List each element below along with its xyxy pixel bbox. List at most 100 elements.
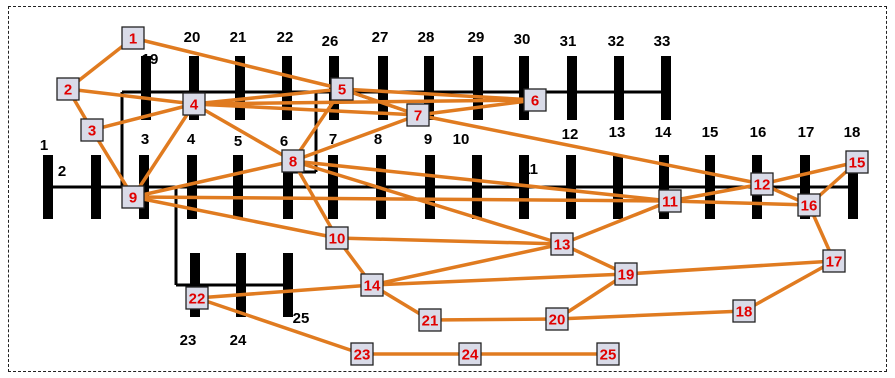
node-box — [750, 172, 774, 196]
node-label: 17 — [826, 254, 843, 271]
edge-4-5 — [192, 87, 344, 106]
edge-3-4 — [90, 102, 196, 132]
node-box — [330, 77, 354, 101]
node-label: 5 — [338, 82, 346, 99]
node-label: 9 — [129, 190, 137, 207]
edge-4-8 — [192, 102, 295, 163]
bus-label-28: 28 — [418, 29, 435, 46]
node-box — [80, 118, 104, 142]
edge-8-13 — [291, 159, 564, 246]
node-box — [845, 150, 869, 174]
node-16[interactable]: 16 — [797, 193, 821, 217]
node-label: 15 — [849, 155, 866, 172]
node-20[interactable]: 20 — [545, 307, 569, 331]
node-label: 23 — [354, 347, 371, 364]
node-13[interactable]: 13 — [550, 232, 574, 256]
bus-label-4: 4 — [187, 131, 196, 148]
edge-11-16 — [668, 199, 811, 207]
bus-label-25: 25 — [293, 310, 310, 327]
edge-8-11 — [291, 159, 672, 203]
node-11[interactable]: 11 — [658, 189, 682, 213]
edge-5-6 — [340, 87, 537, 102]
node-box — [185, 286, 209, 310]
bus-label-21: 21 — [230, 29, 247, 46]
bus-bar-6 — [283, 155, 293, 219]
node-label: 12 — [754, 177, 771, 194]
node-6[interactable]: 6 — [523, 88, 547, 112]
node-23[interactable]: 23 — [350, 342, 374, 366]
node-3[interactable]: 3 — [80, 118, 104, 142]
edge-4-7 — [192, 102, 420, 117]
node-box — [325, 226, 349, 250]
bus-label-10: 10 — [453, 131, 470, 148]
node-17[interactable]: 17 — [822, 249, 846, 273]
edge-11-12 — [668, 182, 764, 203]
node-box — [121, 26, 145, 50]
bus-label-17: 17 — [798, 124, 815, 141]
node-box — [822, 249, 846, 273]
bus-label-26: 26 — [322, 33, 339, 50]
edge-13-14 — [370, 242, 564, 287]
bus-label-8: 8 — [374, 131, 382, 148]
node-box — [523, 88, 547, 112]
edge-17-18 — [742, 259, 836, 313]
node-10[interactable]: 10 — [325, 226, 349, 250]
bus-label-33: 33 — [654, 33, 671, 50]
node-1[interactable]: 1 — [121, 26, 145, 50]
node-25[interactable]: 25 — [596, 342, 620, 366]
edge-1-5 — [131, 36, 344, 91]
node-4[interactable]: 4 — [182, 92, 206, 116]
node-19[interactable]: 19 — [614, 262, 638, 286]
node-label: 13 — [554, 237, 571, 254]
edge-22-23 — [195, 296, 364, 356]
node-box — [550, 232, 574, 256]
node-label: 3 — [88, 123, 96, 140]
node-8[interactable]: 8 — [281, 149, 305, 173]
node-label: 20 — [549, 312, 566, 329]
edge-10-13 — [335, 236, 564, 246]
node-label: 1 — [129, 31, 137, 48]
node-label: 22 — [189, 291, 206, 308]
node-box — [121, 185, 145, 209]
node-22[interactable]: 22 — [185, 286, 209, 310]
bus-label-31: 31 — [560, 33, 577, 50]
node-label: 8 — [289, 154, 297, 171]
node-label: 10 — [329, 231, 346, 248]
bus-bar-2 — [91, 155, 101, 219]
bus-label-2: 2 — [58, 163, 66, 180]
bus-label-11: 11 — [522, 161, 538, 178]
node-12[interactable]: 12 — [750, 172, 774, 196]
bus-bar-9 — [425, 155, 435, 219]
edge-5-8 — [291, 87, 344, 163]
bus-bar-23 — [190, 253, 200, 317]
bus-bar-18 — [848, 155, 858, 219]
bus-bar-25 — [283, 253, 293, 317]
bus-label-3: 3 — [141, 131, 149, 148]
node-label: 11 — [662, 194, 678, 211]
bus-bar-10 — [472, 155, 482, 219]
node-7[interactable]: 7 — [406, 103, 430, 127]
bus-label-14: 14 — [655, 124, 672, 141]
node-14[interactable]: 14 — [360, 273, 384, 297]
node-box — [350, 342, 374, 366]
bus-bar-30 — [519, 56, 529, 120]
bus-label-12: 12 — [562, 126, 579, 143]
diagram-frame — [8, 6, 887, 372]
bus-bar-33 — [661, 56, 671, 120]
edge-7-8 — [291, 113, 420, 163]
node-9[interactable]: 9 — [121, 185, 145, 209]
bus-label-13: 13 — [609, 124, 626, 141]
node-5[interactable]: 5 — [330, 77, 354, 101]
node-box — [56, 77, 80, 101]
bus-label-1: 1 — [40, 137, 48, 154]
node-24[interactable]: 24 — [458, 342, 482, 366]
bus-label-9: 9 — [424, 131, 432, 148]
bus-bar-29 — [473, 56, 483, 120]
node-15[interactable]: 15 — [845, 150, 869, 174]
node-18[interactable]: 18 — [732, 299, 756, 323]
node-21[interactable]: 21 — [418, 308, 442, 332]
node-2[interactable]: 2 — [56, 77, 80, 101]
bus-bar-5 — [233, 155, 243, 219]
